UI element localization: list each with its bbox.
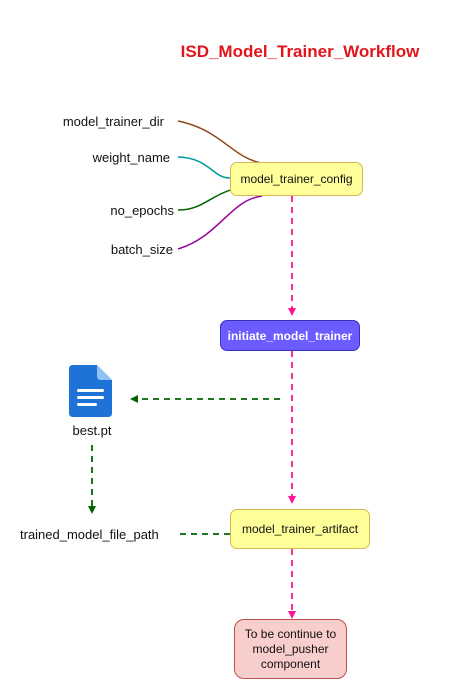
document-file-icon [69, 365, 112, 417]
diagram-title: ISD_Model_Trainer_Workflow [180, 42, 420, 61]
model-trainer-config-node: model_trainer_config [230, 162, 363, 196]
initiate-model-trainer-node: initiate_model_trainer [220, 320, 360, 351]
label-weight-name: weight_name [92, 150, 170, 165]
next-step-model-pusher-node: To be continue to model_pusher component [234, 619, 347, 679]
connector-weight-name [177, 156, 231, 179]
connector-batch-size [177, 195, 263, 250]
connector-model-trainer-dir [177, 120, 263, 164]
label-best-pt: best.pt [72, 423, 112, 438]
label-model-trainer-dir: model_trainer_dir [62, 114, 164, 129]
label-no-epochs: no_epochs [110, 203, 174, 218]
model-trainer-artifact-node: model_trainer_artifact [230, 509, 370, 549]
label-trained-model-file-path: trained_model_file_path [20, 527, 159, 542]
label-batch-size: batch_size [110, 242, 173, 257]
